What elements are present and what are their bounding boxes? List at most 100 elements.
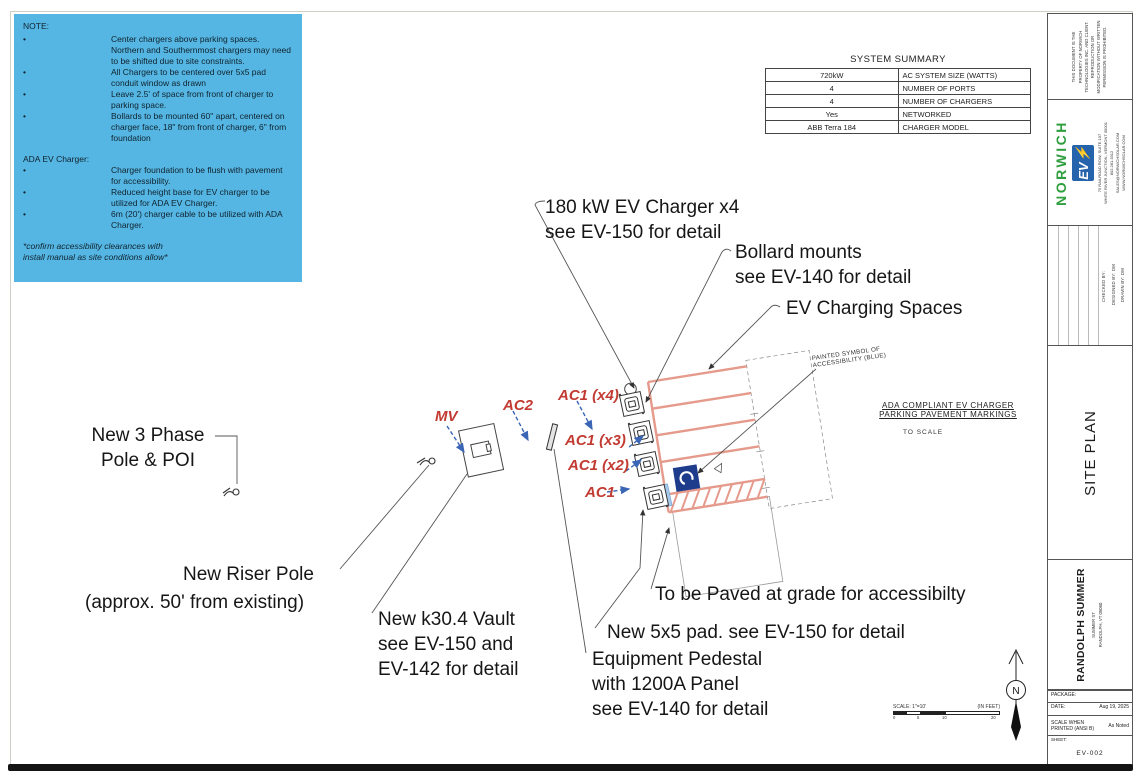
ev-logo: EV⚡ (1072, 145, 1094, 181)
title-block: THIS DOCUMENT IS THE PROPERTY OF NORWICH… (1047, 13, 1133, 766)
project-address: SUMMER ST RANDOLPH, VT 05060 (1091, 602, 1103, 648)
annotation-equipment-pedestal: Equipment Pedestal with 1200A Panel see … (592, 649, 769, 721)
date-value: Aug 19, 2025 (1099, 704, 1129, 710)
note-item: •Charger foundation to be flush with pav… (23, 164, 283, 186)
sheet-number: EV-002 (1076, 750, 1104, 757)
bullet: • (23, 164, 26, 175)
lightning-bolt-icon: ⚡ (1075, 146, 1090, 163)
title-block-disclaimer-section: THIS DOCUMENT IS THE PROPERTY OF NORWICH… (1048, 14, 1132, 100)
sheet-bottom-edge (8, 764, 1133, 771)
annotation-pole-poi: New 3 Phase Pole & POI (91, 425, 205, 472)
note-box: NOTE: •Center chargers above parking spa… (14, 14, 302, 282)
note-item: •Bollards to be mounted 60" apart, cente… (23, 111, 287, 144)
sheet-title: SITE PLAN (1081, 410, 1099, 496)
package-label: PACKAGE: (1051, 692, 1077, 698)
disclaimer-text: THIS DOCUMENT IS THE PROPERTY OF NORWICH… (1071, 20, 1108, 94)
scale-row: SCALE WHEN PRINTED (ANSI B) As Noted (1048, 715, 1132, 735)
scale-units: (IN FEET) (977, 704, 1001, 710)
title-block-project-section: RANDOLPH SUMMER SUMMER ST RANDOLPH, VT 0… (1048, 560, 1132, 690)
note-item: •All Chargers to be centered over 5x5 pa… (23, 67, 266, 89)
sheet-label: SHEET: (1051, 737, 1067, 742)
bullet: • (23, 111, 26, 122)
ada-note-title: ADA EV Charger: (23, 153, 90, 164)
bullet: • (23, 67, 26, 78)
conduit-label-ac1x3: AC1 (x3) (565, 432, 626, 449)
package-row: PACKAGE: (1048, 690, 1132, 702)
annotation-bollard-mounts: Bollard mounts see EV-140 for detail (735, 242, 912, 289)
conduit-label-ac1x4: AC1 (x4) (558, 387, 619, 404)
scale-bar-graphic (893, 711, 1000, 715)
ev-charger-2 (627, 419, 655, 447)
bollard-dots (618, 393, 669, 508)
parking-spaces (646, 350, 833, 598)
north-letter: N (1012, 686, 1019, 697)
ev-logo-letters: EV (1075, 162, 1091, 180)
ev-charger-4-ada (642, 483, 673, 511)
designed-by-label: DESIGNED BY: DM (1111, 264, 1116, 306)
annotation-vault: New k30.4 Vault see EV-150 and EV-142 fo… (378, 609, 519, 681)
scale-tick: 10 (942, 714, 947, 720)
drawn-by-label: DRAWN BY: DM (1120, 268, 1125, 303)
bullet: • (23, 208, 26, 219)
system-summary-title: SYSTEM SUMMARY (850, 54, 946, 65)
norwich-logo-text: NORWICH (1053, 120, 1069, 206)
project-name: RANDOLPH SUMMER (1075, 568, 1088, 682)
scale-value: As Noted (1108, 722, 1129, 729)
checked-by-label: CHECKED BY: (1101, 271, 1106, 303)
sheet-row: SHEET: EV-002 (1048, 735, 1132, 767)
ev-charger-1 (618, 390, 646, 418)
scale-when-printed-label: SCALE WHEN PRINTED (ANSI B) (1051, 719, 1095, 732)
annotation-riser-pole: New Riser Pole (183, 564, 314, 585)
note-item: •6m (20') charger cable to be utilized w… (23, 208, 283, 230)
scale-tick: 5 (917, 714, 920, 720)
leader-lines (215, 200, 817, 654)
bullet: • (23, 89, 26, 100)
scale-tick: 0 (893, 714, 896, 720)
access-aisle-hatch (669, 478, 766, 513)
note-title: NOTE: (23, 21, 49, 31)
note-item: •Reduced height base for EV charger to b… (23, 186, 270, 208)
note-item: •Center chargers above parking spaces. N… (23, 34, 292, 67)
note-item: •Leave 2.5' of space from front of charg… (23, 89, 274, 111)
conduit-arrows (446, 400, 645, 495)
scale-label: SCALE: 1"=10' (893, 704, 927, 710)
date-row: DATE: Aug 19, 2025 (1048, 702, 1132, 715)
scale-bar: SCALE: 1"=10' (IN FEET) 0 5 10 20 (893, 704, 1000, 721)
annotation-5x5-pad: New 5x5 pad. see EV-150 for detail (607, 622, 905, 643)
to-scale-label: TO SCALE (903, 429, 944, 436)
parking-stripes (646, 365, 768, 514)
annotation-ev-charging-spaces: EV Charging Spaces (786, 298, 963, 319)
conduit-label-mv: MV (435, 408, 458, 425)
equipment-pedestal-symbol (545, 423, 559, 451)
ada-painted-symbol (672, 464, 701, 492)
date-label: DATE: (1051, 704, 1066, 710)
note-footnote: *confirm accessibility clearances with i… (23, 240, 168, 262)
annotation-riser-pole-distance: (approx. 50' from existing) (85, 592, 305, 613)
conduit-label-ac2: AC2 (503, 397, 534, 414)
title-block-logo-section: NORWICH EV⚡ 75 RAILROAD ROW, SUITE 107 W… (1048, 100, 1132, 226)
title-block-revision-section: CHECKED BY: DESIGNED BY: DM DRAWN BY: DM (1048, 226, 1132, 346)
ada-caption: ADA COMPLIANT EV CHARGER PARKING PAVEMEN… (879, 401, 1017, 419)
title-block-sheet-title-section: SITE PLAN (1048, 346, 1132, 560)
north-arrow: N (1006, 648, 1026, 741)
annotation-charger: 180 kW EV Charger x4 see EV-150 for deta… (545, 197, 740, 244)
bullet: • (23, 34, 26, 45)
three-phase-pole-symbol (222, 487, 240, 497)
conduit-label-ac1x2: AC1 (x2) (568, 457, 629, 474)
pavement-marker-glyph (713, 462, 723, 474)
scale-tick: 20 (991, 714, 996, 720)
bullet: • (23, 186, 26, 197)
ev-charger-3 (633, 450, 661, 478)
annotation-paved-at-grade: To be Paved at grade for accessibilty (655, 584, 966, 605)
vault (457, 422, 505, 478)
contact-info: 75 RAILROAD ROW, SUITE 107 WHITE RIVER J… (1097, 122, 1126, 204)
conduit-label-ac1: AC1 (585, 484, 616, 501)
